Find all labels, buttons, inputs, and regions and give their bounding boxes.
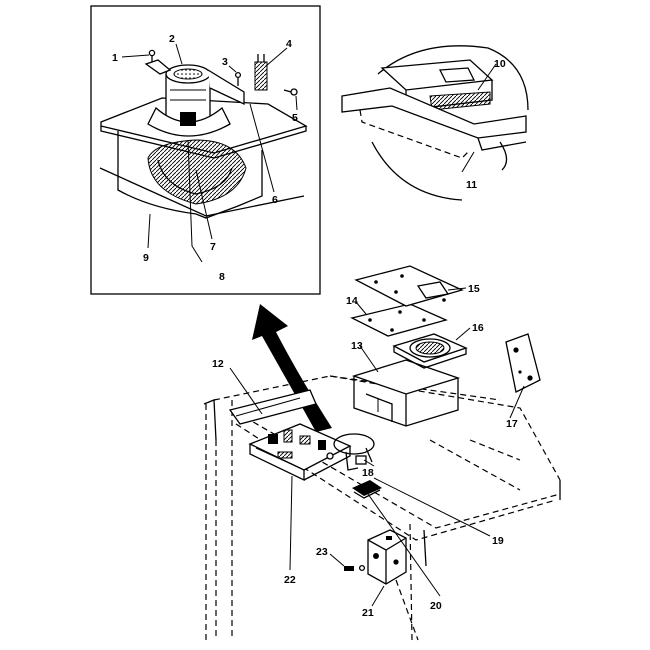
cover-plate: [354, 265, 464, 307]
callout-21: 21: [362, 607, 374, 619]
screw-23: [344, 564, 366, 572]
callout-11: 11: [466, 179, 477, 191]
terminal-block: [352, 480, 382, 499]
motor-mount-bracket: [144, 59, 245, 106]
callout-5: 5: [292, 112, 298, 124]
callout-18: 18: [362, 467, 374, 479]
pressure-switch: [367, 529, 407, 585]
round-flange: [392, 333, 468, 369]
blower-motor: [147, 64, 231, 137]
callout-23: 23: [316, 546, 328, 558]
callout-22: 22: [284, 574, 296, 586]
wire-harness: [333, 433, 375, 471]
divider-panel: [228, 389, 317, 425]
inset-leader-lines: [121, 43, 298, 263]
cabinet-assembly: 12 13 14 15 16 17 18 19 20 21 22 23: [203, 265, 561, 641]
callout-15: 15: [468, 283, 480, 295]
screw-5: [283, 88, 298, 96]
filter-frame: [380, 59, 494, 111]
screw-3: [234, 71, 242, 86]
callout-3: 3: [222, 56, 228, 68]
callout-19: 19: [492, 535, 504, 547]
capacitor: [254, 54, 268, 91]
callout-13: 13: [351, 340, 363, 352]
callout-12: 12: [212, 358, 224, 370]
blower-detail-inset: 1 2 3 4 5 6 7 8 9: [90, 5, 321, 295]
callout-17: 17: [506, 418, 518, 430]
callout-4: 4: [286, 38, 292, 50]
callout-20: 20: [430, 600, 442, 612]
callout-9: 9: [143, 252, 149, 264]
callout-8: 8: [219, 271, 225, 283]
main-leader-lines: [229, 287, 525, 607]
side-access-panel: [505, 333, 541, 393]
callout-14: 14: [346, 295, 358, 307]
inset-frame: [90, 5, 321, 295]
filter-slide-rail: [341, 87, 527, 159]
callout-7: 7: [210, 241, 216, 253]
callout-10: 10: [494, 58, 506, 70]
filter-detail-view: 10 11: [341, 45, 529, 201]
callout-1: 1: [112, 52, 118, 64]
blower-wheel-housing: [99, 131, 305, 219]
callout-6: 6: [272, 194, 278, 206]
callout-16: 16: [472, 322, 484, 334]
gasket: [350, 303, 448, 337]
air-plenum: [351, 359, 461, 427]
control-board: [248, 423, 352, 482]
screw-1: [148, 49, 156, 62]
callout-2: 2: [169, 33, 175, 45]
